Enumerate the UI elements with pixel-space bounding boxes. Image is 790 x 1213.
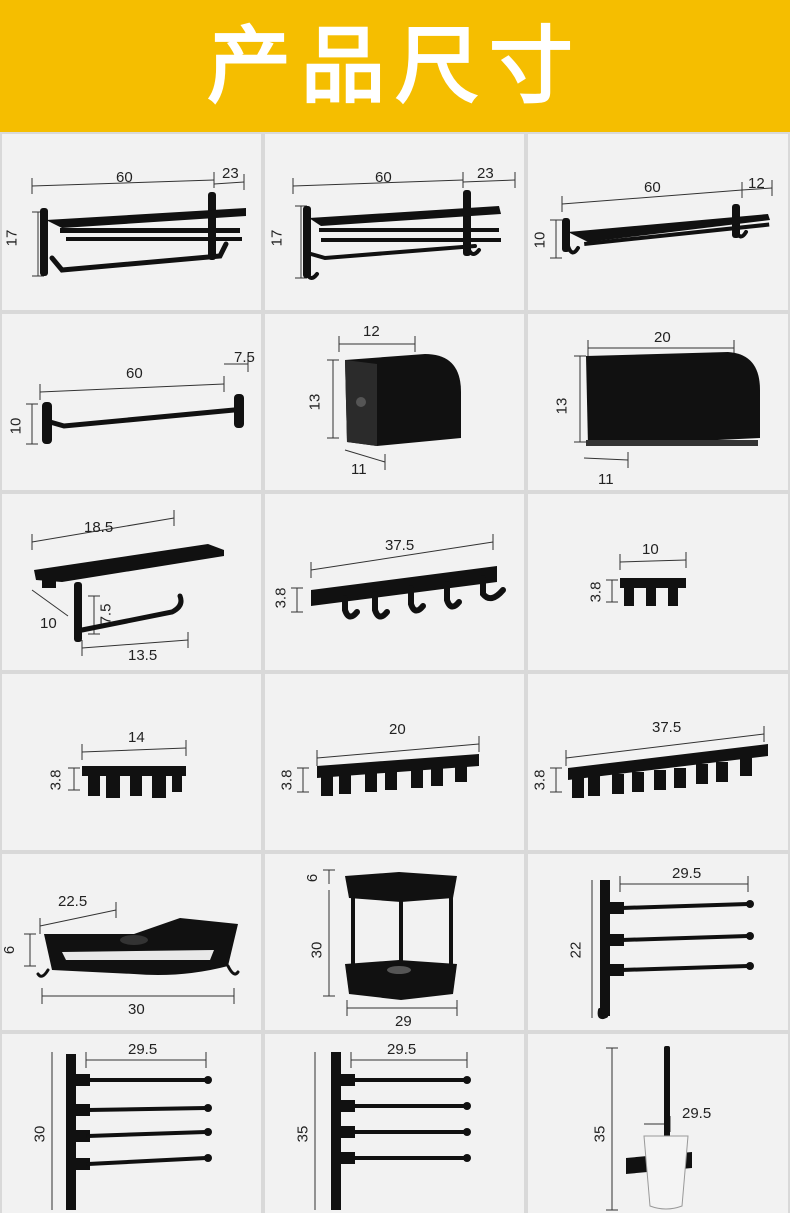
dim-label: 13 [553,397,571,415]
paper-holder-icon [31,510,224,656]
swing-towel-bar-icon [314,1052,471,1210]
dim-label: 3.8 [587,581,605,603]
dim-label: 23 [477,165,494,182]
dim-label: 3.8 [47,769,65,791]
swing-towel-bar-icon [591,876,754,1020]
dim-label: 17 [3,229,21,247]
product-cell-phone-shelf: 18.5 10 7.5 13.5 [2,494,261,670]
dim-label: 60 [126,365,143,382]
dim-label: 37.5 [652,719,682,736]
dim-label: 13 [306,393,324,411]
dim-label: 6 [304,873,322,883]
product-cell-mop-holder-1: 10 3.8 [528,494,788,670]
product-cell-paper-box-small: 12 13 11 [265,314,524,490]
dim-label: 30 [31,1125,49,1143]
dim-label: 3.8 [272,587,290,609]
dim-label: 23 [222,165,239,182]
dim-label: 29.5 [387,1041,417,1058]
product-cell-swing-towel-bar-3: 29.5 22 [528,854,788,1030]
mop-holder-icon [550,726,768,798]
product-cell-hook-rail-5: 37.5 3.8 [265,494,524,670]
double-towel-shelf-icon [31,172,246,277]
hook-rail-icon [291,534,506,620]
dim-label: 6 [2,945,19,955]
product-cell-single-towel-bar: 60 7.5 10 [2,314,261,490]
dim-label: 14 [128,729,145,746]
product-cell-toilet-brush-holder: 29.5 35 [528,1034,788,1213]
dim-label: 10 [40,615,57,632]
dim-label: 13.5 [128,647,158,664]
product-cell-swing-towel-bar-4: 29.5 30 [2,1034,261,1213]
dim-label: 10 [7,417,25,435]
dim-label: 7.5 [97,603,115,625]
towel-bar-icon [26,356,249,445]
dim-label: 29 [395,1013,412,1030]
dim-label: 22.5 [58,893,88,910]
dim-label: 35 [294,1125,312,1143]
swing-towel-bar-icon [51,1052,212,1210]
dim-label: 17 [268,229,286,247]
dim-label: 30 [308,941,326,959]
dim-label: 29.5 [682,1105,712,1122]
toilet-brush-icon [606,1046,692,1211]
dim-label: 29.5 [128,1041,158,1058]
dim-label: 3.8 [531,769,549,791]
banner-title: 产品尺寸 [206,17,583,115]
dim-label: 29.5 [672,865,702,882]
paper-box-icon [327,336,461,470]
dim-label: 35 [591,1125,609,1143]
product-grid: 60 23 17 60 23 17 [0,132,790,1213]
product-cell-corner-basket-double: 6 30 29 [265,854,524,1030]
dim-label: 10 [642,541,659,558]
dim-label: 11 [598,471,614,488]
paper-box-icon [574,340,760,468]
product-cell-mop-holder-4: 37.5 3.8 [528,674,788,850]
dim-label: 22 [567,941,585,959]
corner-basket-icon [323,869,458,1016]
dim-label: 60 [116,169,133,186]
dim-label: 60 [644,179,661,196]
dim-label: 10 [531,231,549,249]
mop-holder-icon [297,736,480,796]
dim-label: 12 [363,323,380,340]
product-cell-mop-holder-2: 14 3.8 [2,674,261,850]
dim-label: 11 [351,461,367,478]
product-cell-double-towel-shelf-hooks: 60 23 17 [265,134,524,310]
dim-label: 20 [654,329,671,346]
product-cell-swing-towel-bar-5: 29.5 35 [265,1034,524,1213]
mop-holder-icon [606,552,687,606]
dim-label: 3.8 [278,769,296,791]
dim-label: 37.5 [385,537,415,554]
product-cell-paper-box-large: 20 13 11 [528,314,788,490]
corner-basket-icon [24,902,240,1004]
dim-label: 60 [375,169,392,186]
header-banner: 产品尺寸 [0,0,790,132]
product-cell-towel-rack-hooks: 60 12 10 [528,134,788,310]
dim-label: 18.5 [84,519,114,536]
product-cell-mop-holder-3: 20 3.8 [265,674,524,850]
dim-label: 12 [748,175,765,192]
product-cell-double-towel-shelf: 60 23 17 [2,134,261,310]
dim-label: 30 [128,1001,145,1018]
product-cell-corner-basket-single: 22.5 6 30 [2,854,261,1030]
dim-label: 20 [389,721,406,738]
dim-label: 7.5 [234,349,255,366]
mop-holder-icon [68,740,187,798]
towel-rack-icon [550,180,773,259]
double-towel-shelf-icon [292,172,516,280]
